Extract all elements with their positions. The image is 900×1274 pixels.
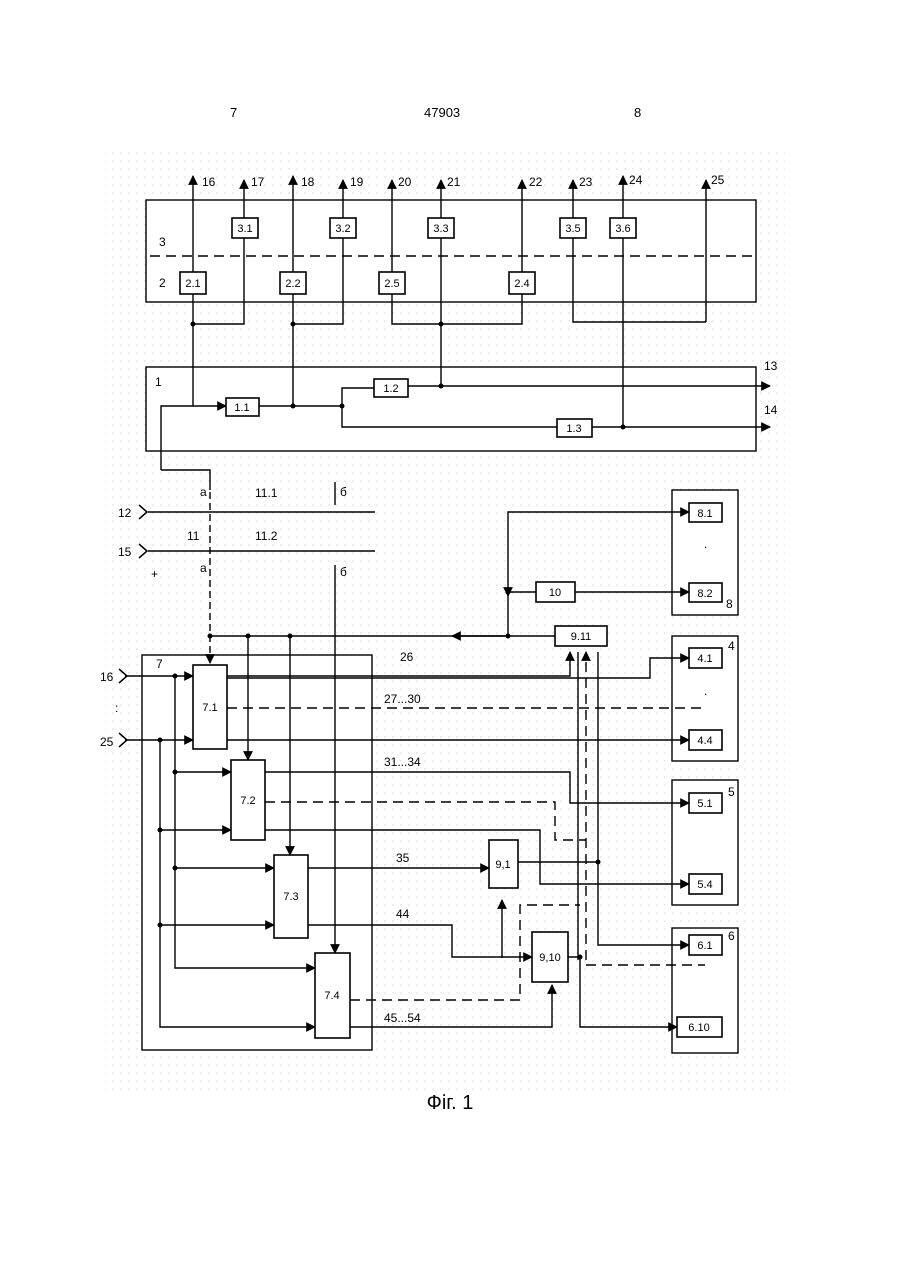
label-wire-45-54: 45...54	[384, 1011, 421, 1025]
label-b-bottom: б	[340, 565, 347, 579]
label-a-top: a	[200, 485, 207, 499]
junction	[340, 404, 345, 409]
block-7-4-label: 7.4	[324, 990, 339, 1002]
label-out-21: 21	[447, 175, 461, 189]
label-11: 11	[187, 529, 200, 543]
label-vertical-dots-4: .	[704, 684, 707, 698]
block-2-2-label: 2.2	[285, 278, 300, 290]
label-input-25: 25	[100, 735, 114, 749]
label-group-6: 6	[728, 929, 735, 943]
junction	[173, 770, 178, 775]
label-a-bottom: a	[200, 561, 207, 575]
label-out-18: 18	[301, 175, 315, 189]
block-7-3-label: 7.3	[283, 891, 298, 903]
label-wire-35: 35	[396, 851, 410, 865]
label-out-19: 19	[350, 175, 364, 189]
junction	[173, 866, 178, 871]
junction	[246, 634, 251, 639]
block-9-1-label: 9,1	[495, 859, 510, 871]
junction	[439, 384, 444, 389]
label-out-23: 23	[579, 175, 593, 189]
block-1-3-label: 1.3	[566, 423, 581, 435]
figure-caption: Фіг. 1	[0, 1092, 900, 1115]
label-out-14: 14	[764, 403, 778, 417]
block-7-2-label: 7.2	[240, 795, 255, 807]
junction	[578, 955, 583, 960]
block-4-4-label: 4.4	[697, 735, 712, 747]
label-group-7: 7	[156, 657, 163, 671]
junction	[291, 404, 296, 409]
block-6-10-label: 6.10	[688, 1022, 709, 1034]
label-group-3: 3	[159, 235, 166, 249]
label-group-5: 5	[728, 785, 735, 799]
label-plus: +	[151, 567, 158, 581]
label-input-16: 16	[100, 670, 114, 684]
block-5-1-label: 5.1	[697, 798, 712, 810]
block-10-label: 10	[549, 587, 561, 599]
junction	[506, 590, 511, 595]
group-2-3-frame	[146, 200, 756, 302]
block-1-2-label: 1.2	[383, 383, 398, 395]
label-wire-44: 44	[396, 907, 410, 921]
label-wire-26: 26	[400, 650, 414, 664]
label-group-4: 4	[728, 639, 735, 653]
junction	[596, 860, 601, 865]
label-11-2: 11.2	[255, 529, 278, 543]
block-2-1-label: 2.1	[185, 278, 200, 290]
junction	[291, 322, 296, 327]
label-out-13: 13	[764, 359, 778, 373]
block-3-2-label: 3.2	[335, 223, 350, 235]
block-8-1-label: 8.1	[697, 508, 712, 520]
junction	[158, 828, 163, 833]
label-out-20: 20	[398, 175, 412, 189]
block-1-1-label: 1.1	[234, 402, 249, 414]
label-wire-31-34: 31...34	[384, 755, 421, 769]
label-group-1: 1	[155, 375, 162, 389]
label-input-12: 12	[118, 506, 132, 520]
label-vertical-dots-8: .	[704, 537, 707, 551]
block-8-2-label: 8.2	[697, 588, 712, 600]
junction	[506, 634, 511, 639]
junction	[621, 425, 626, 430]
block-2-4-label: 2.4	[514, 278, 529, 290]
junction	[173, 674, 178, 679]
block-3-3-label: 3.3	[433, 223, 448, 235]
junction	[158, 923, 163, 928]
label-out-24: 24	[629, 173, 643, 187]
label-input-15: 15	[118, 545, 132, 559]
label-b-top: б	[340, 485, 347, 499]
label-out-17: 17	[251, 175, 265, 189]
block-4-1-label: 4.1	[697, 653, 712, 665]
block-9-11-label: 9.11	[571, 631, 592, 643]
block-3-1-label: 3.1	[237, 223, 252, 235]
label-group-8: 8	[726, 597, 733, 611]
block-6-1-label: 6.1	[697, 940, 712, 952]
label-input-dots: :	[115, 701, 118, 715]
block-2-5-label: 2.5	[384, 278, 399, 290]
label-11-1: 11.1	[255, 486, 278, 500]
junction	[208, 634, 213, 639]
block-3-6-label: 3.6	[615, 223, 630, 235]
label-out-25: 25	[711, 173, 725, 187]
block-7-1-label: 7.1	[202, 702, 217, 714]
junction	[288, 634, 293, 639]
block-9-10-label: 9,10	[539, 952, 560, 964]
label-wire-27-30: 27...30	[384, 692, 421, 706]
junction	[191, 322, 196, 327]
block-5-4-label: 5.4	[697, 879, 712, 891]
block-3-5-label: 3.5	[565, 223, 580, 235]
label-out-22: 22	[529, 175, 543, 189]
junction	[439, 322, 444, 327]
label-out-16: 16	[202, 175, 216, 189]
label-group-2: 2	[159, 276, 166, 290]
junction	[158, 738, 163, 743]
